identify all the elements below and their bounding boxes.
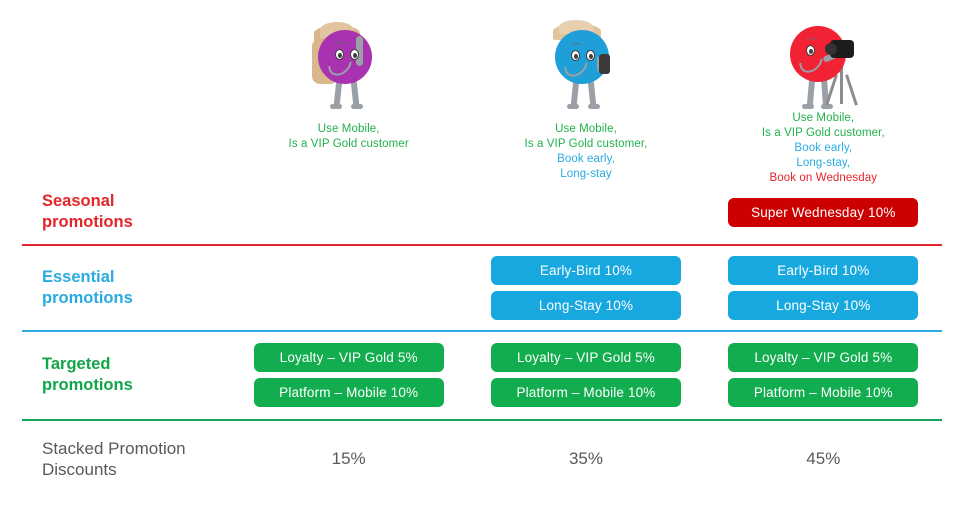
row-essential: Essential promotions Early-Bird 10% Long…	[22, 250, 942, 326]
row-stacked-totals: Stacked Promotion Discounts 15% 35% 45%	[22, 428, 942, 490]
arm-shape	[355, 36, 363, 66]
row-label-line2: Discounts	[42, 460, 117, 479]
leg-right	[587, 79, 597, 107]
row-label-line2: promotions	[42, 289, 133, 307]
camera-lens-icon	[825, 43, 838, 55]
row-label-line2: promotions	[42, 376, 133, 394]
divider-seasonal	[22, 244, 942, 246]
caption-line: Is a VIP Gold customer,	[761, 127, 885, 139]
cell-targeted-col1: Loyalty – VIP Gold 5% Platform – Mobile …	[230, 343, 467, 407]
pupil-right	[588, 54, 593, 59]
foot-left	[566, 104, 579, 109]
row-label-line1: Targeted	[42, 355, 111, 373]
tripod-center-leg	[840, 58, 844, 104]
cell-seasonal-col3: Super Wednesday 10%	[705, 197, 942, 227]
caption-line: Is a VIP Gold customer	[288, 138, 409, 150]
persona-caption-1: Use Mobile, Is a VIP Gold customer	[289, 122, 409, 152]
cell-essential-col3: Early-Bird 10% Long-Stay 10%	[705, 256, 942, 320]
persona-card-2: Use Mobile, Is a VIP Gold customer, Book…	[467, 0, 704, 186]
row-label-line1: Stacked Promotion	[42, 439, 186, 458]
cell-total-col2: 35%	[467, 449, 704, 469]
persona-avatar-purple-hiker	[294, 14, 404, 114]
row-label-line2: promotions	[42, 213, 133, 231]
row-seasonal: Seasonal promotions Super Wednesday 10%	[22, 182, 942, 242]
total-value: 45%	[806, 449, 841, 468]
caption-line: Use Mobile,	[555, 123, 617, 135]
row-label-stacked-discounts: Stacked Promotion Discounts	[22, 438, 230, 480]
camera-icon	[830, 40, 855, 58]
divider-essential	[22, 330, 942, 332]
caption-line: Use Mobile,	[792, 112, 855, 124]
cell-targeted-col2: Loyalty – VIP Gold 5% Platform – Mobile …	[467, 343, 704, 407]
caption-line: Is a VIP Gold customer,	[524, 138, 648, 150]
row-label-line1: Seasonal	[42, 192, 115, 210]
caption-line: Long-stay,	[796, 157, 851, 169]
cell-total-col3: 45%	[705, 449, 942, 469]
pupil-left	[573, 54, 578, 59]
badge-platform-mobile[interactable]: Platform – Mobile 10%	[728, 378, 919, 407]
cell-total-col1: 15%	[230, 449, 467, 469]
pupil-left	[337, 53, 342, 58]
foot-right	[350, 104, 363, 109]
total-value: 35%	[568, 449, 603, 468]
caption-line: Book early,	[794, 142, 853, 154]
cell-targeted-col3: Loyalty – VIP Gold 5% Platform – Mobile …	[705, 343, 942, 407]
body-shape	[317, 30, 372, 84]
row-cells-totals: 15% 35% 45%	[230, 428, 942, 490]
badge-long-stay[interactable]: Long-Stay 10%	[490, 291, 681, 320]
row-cells-essential: Early-Bird 10% Long-Stay 10% Early-Bird …	[230, 250, 942, 326]
total-value: 15%	[331, 449, 366, 468]
foot-right	[821, 104, 834, 109]
row-cells-seasonal: Super Wednesday 10%	[230, 182, 942, 242]
persona-caption-2: Use Mobile, Is a VIP Gold customer, Book…	[525, 122, 648, 182]
caption-line: Book on Wednesday	[769, 172, 878, 184]
caption-line: Long-stay	[560, 168, 612, 180]
leg-right	[350, 79, 359, 107]
persona-caption-3: Use Mobile, Is a VIP Gold customer, Book…	[762, 111, 885, 186]
badge-loyalty-vip-gold[interactable]: Loyalty – VIP Gold 5%	[490, 343, 681, 372]
row-label-essential: Essential promotions	[22, 267, 230, 309]
caption-line: Book early,	[557, 153, 615, 165]
tripod-right-leg	[845, 74, 859, 106]
phone-icon	[598, 54, 610, 74]
eyebrow-shape	[570, 43, 583, 49]
badge-early-bird[interactable]: Early-Bird 10%	[728, 256, 919, 285]
eyebrow-shape	[334, 42, 347, 48]
foot-right	[587, 104, 600, 109]
persona-card-1: Use Mobile, Is a VIP Gold customer	[230, 0, 467, 186]
badge-platform-mobile[interactable]: Platform – Mobile 10%	[253, 378, 444, 407]
persona-strip: Use Mobile, Is a VIP Gold customer	[230, 0, 942, 186]
leg-left	[807, 77, 816, 107]
row-label-seasonal: Seasonal promotions	[22, 191, 230, 233]
badge-platform-mobile[interactable]: Platform – Mobile 10%	[490, 378, 681, 407]
pupil-left	[809, 49, 814, 54]
divider-targeted	[22, 419, 942, 421]
cell-essential-col2: Early-Bird 10% Long-Stay 10%	[467, 256, 704, 320]
row-label-targeted: Targeted promotions	[22, 354, 230, 396]
foot-left	[329, 104, 342, 109]
persona-avatar-blue-phone	[531, 14, 641, 114]
eyebrow-shape	[806, 38, 819, 44]
caption-line: Use Mobile,	[317, 123, 380, 135]
badge-early-bird[interactable]: Early-Bird 10%	[490, 256, 681, 285]
pupil-right	[352, 53, 357, 58]
row-label-line1: Essential	[42, 268, 115, 286]
badge-loyalty-vip-gold[interactable]: Loyalty – VIP Gold 5%	[728, 343, 919, 372]
row-targeted: Targeted promotions Loyalty – VIP Gold 5…	[22, 337, 942, 413]
persona-avatar-red-photographer	[768, 14, 878, 109]
badge-loyalty-vip-gold[interactable]: Loyalty – VIP Gold 5%	[253, 343, 444, 372]
foot-left	[802, 104, 815, 109]
badge-long-stay[interactable]: Long-Stay 10%	[728, 291, 919, 320]
badge-super-wednesday[interactable]: Super Wednesday 10%	[728, 197, 919, 227]
persona-card-3: Use Mobile, Is a VIP Gold customer, Book…	[705, 0, 942, 186]
row-cells-targeted: Loyalty – VIP Gold 5% Platform – Mobile …	[230, 337, 942, 413]
